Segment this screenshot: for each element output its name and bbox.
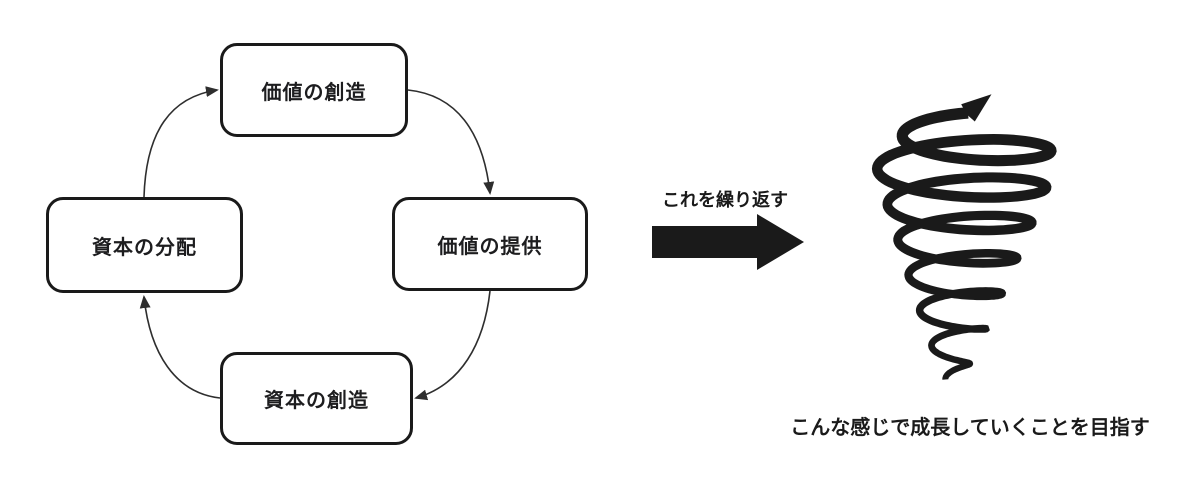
growth-caption: こんな感じで成長していくことを目指す: [790, 417, 1150, 439]
connector-capital-distribution-to-value-creation: [143, 86, 219, 198]
connector-value-delivery-to-capital-creation: [414, 290, 491, 401]
node-value-delivery: 価値の提供: [392, 197, 588, 291]
repeat-arrow-icon: [652, 214, 804, 270]
growth-spiral-icon: [871, 107, 1057, 380]
node-label: 資本の分配: [92, 236, 197, 259]
node-label: 価値の提供: [437, 235, 543, 258]
connector-capital-creation-to-capital-distribution: [139, 295, 221, 399]
node-label: 価値の創造: [261, 81, 367, 104]
growth-spiral-arrowhead-icon: [961, 94, 992, 122]
node-label: 資本の創造: [264, 390, 369, 412]
node-value-creation: 価値の創造: [220, 43, 408, 137]
repeat-label: これを繰り返す: [662, 190, 788, 210]
node-capital-creation: 資本の創造: [220, 352, 413, 445]
node-capital-distribution: 資本の分配: [46, 197, 243, 293]
connector-value-creation-to-value-delivery: [407, 89, 495, 195]
